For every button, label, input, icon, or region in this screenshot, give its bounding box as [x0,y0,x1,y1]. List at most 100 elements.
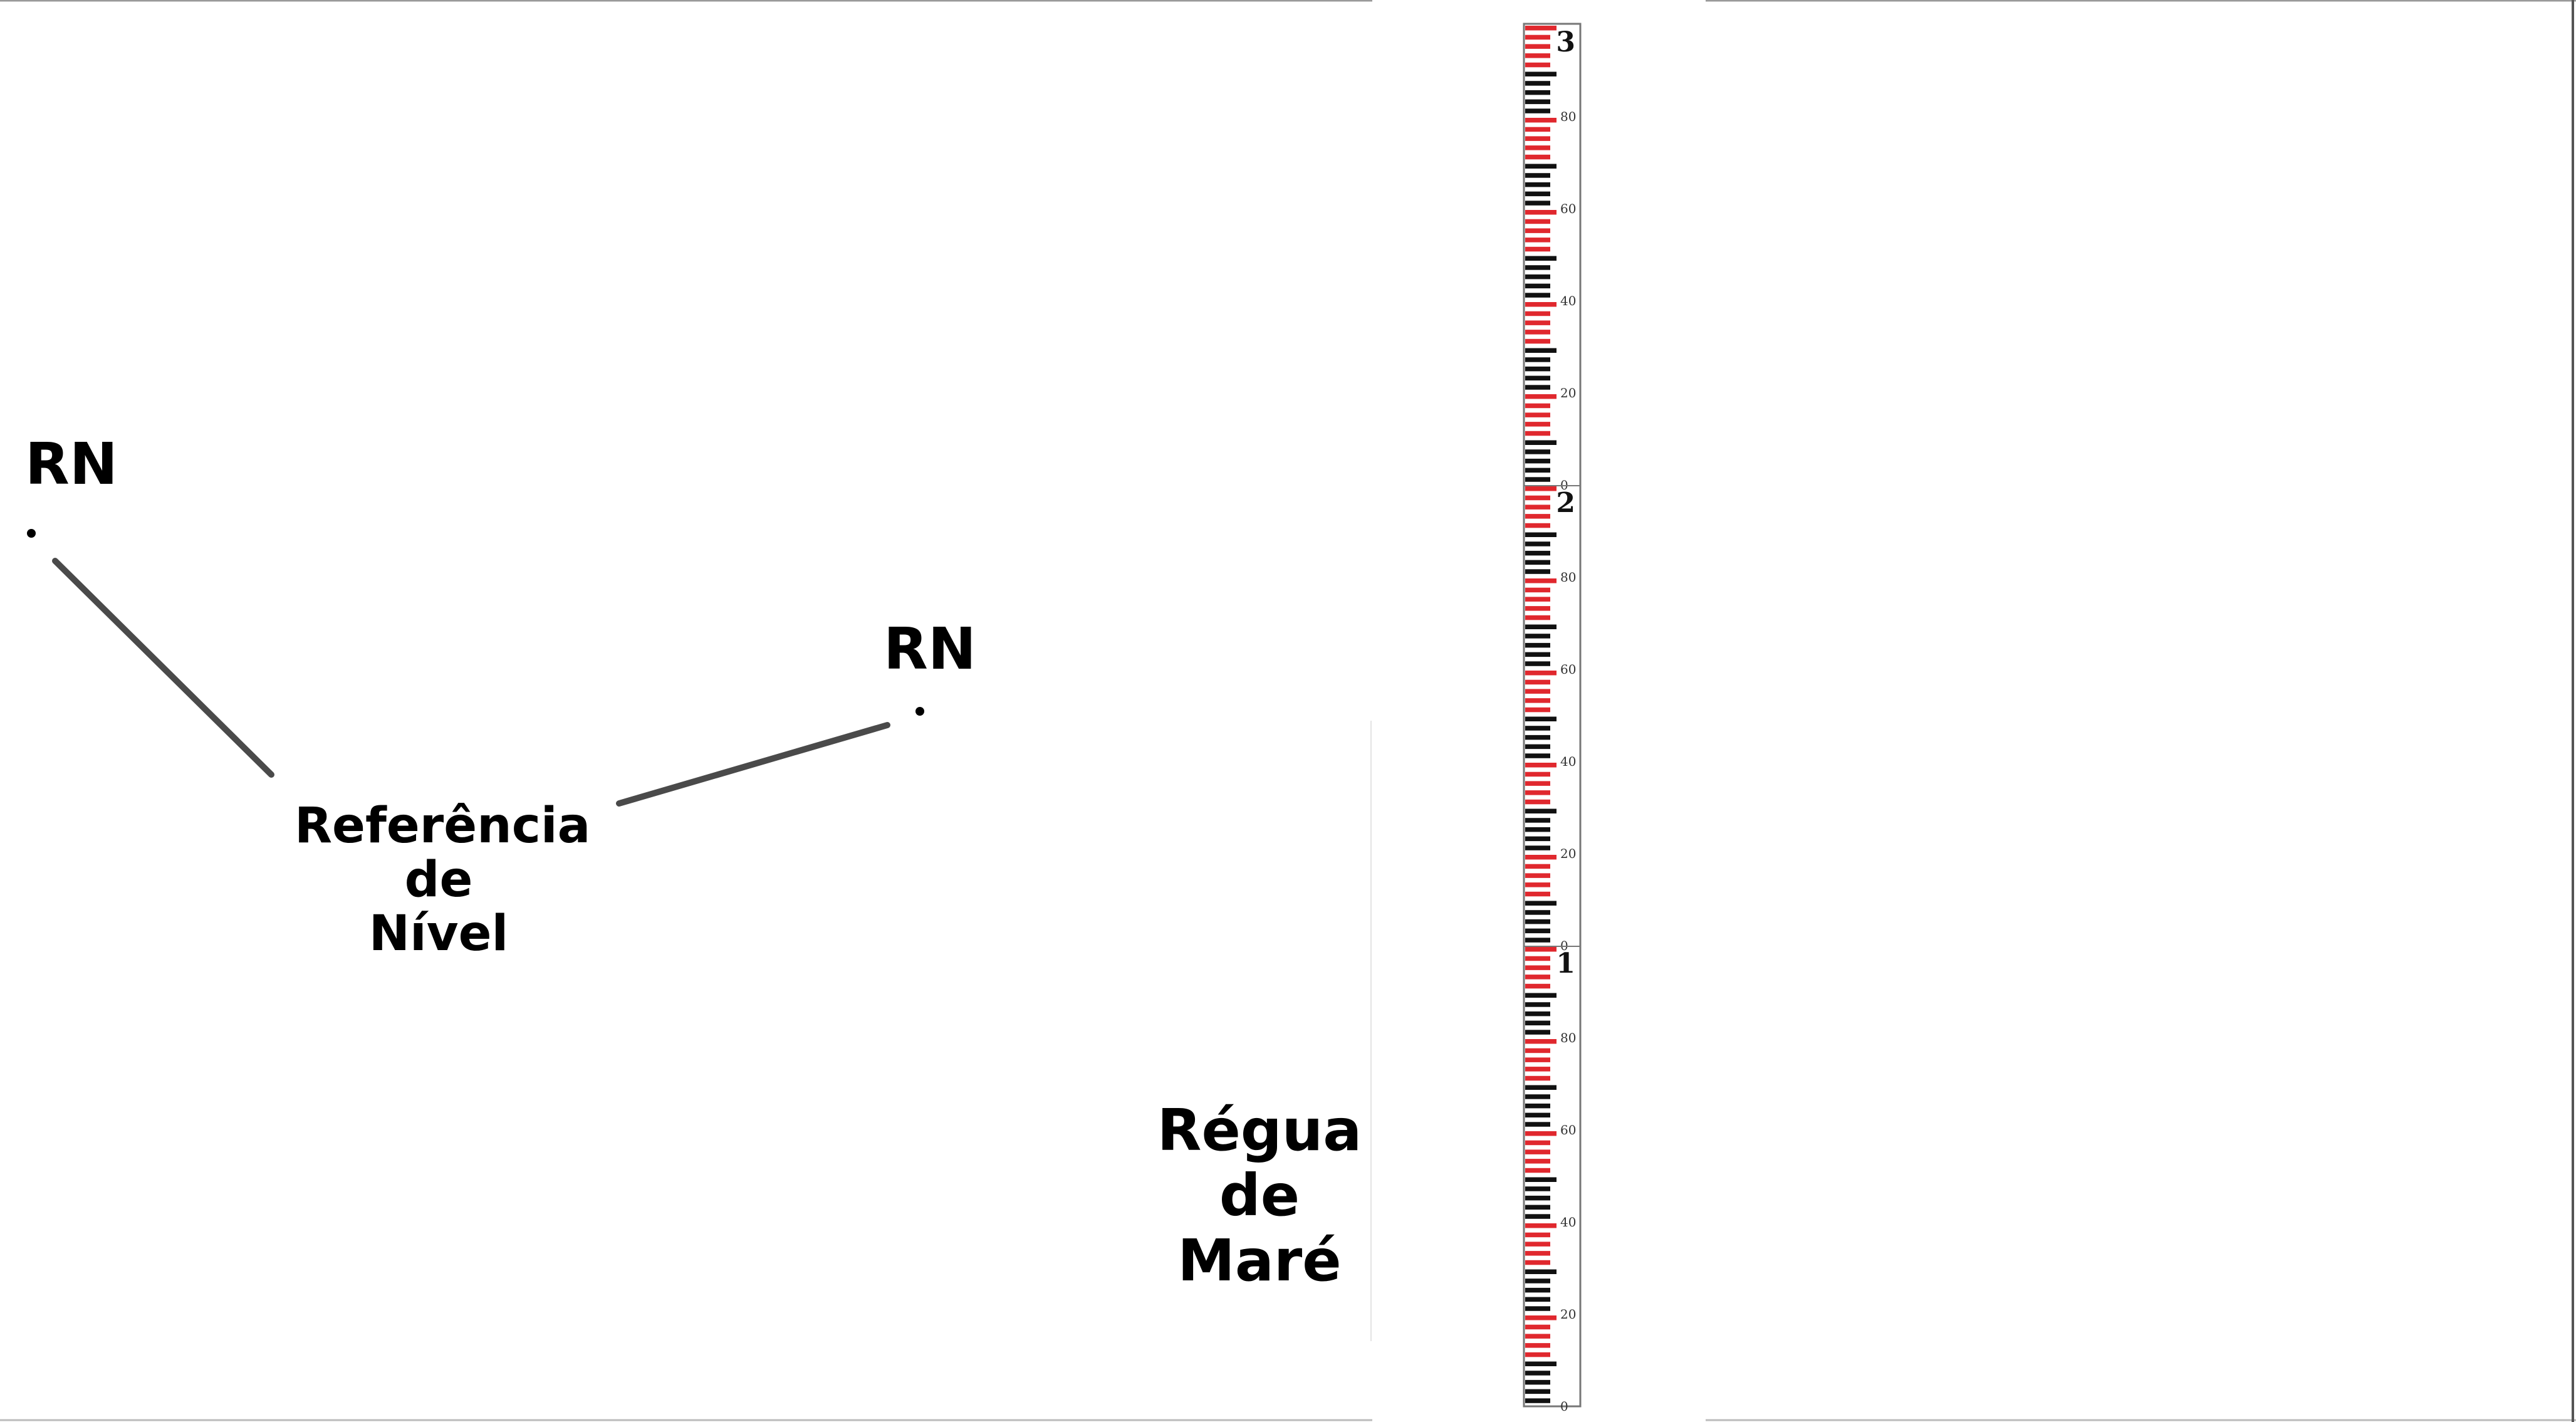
reference-label-line-3: Nível [368,906,509,962]
ruler-tick [1525,422,1550,427]
ruler-tick [1525,1039,1557,1044]
ruler-tick [1525,1269,1557,1274]
ruler-tick [1525,34,1550,40]
ruler-tick [1525,283,1550,289]
ruler-tick [1525,449,1550,454]
ruler-tick [1525,145,1550,150]
ruler-tick [1525,560,1550,565]
ruler-tick [1525,827,1550,832]
tide-staff-label-line-2: de [1219,1162,1300,1229]
ruler-tick [1525,1324,1550,1330]
ruler-tick [1525,1306,1550,1311]
ruler-tick [1525,983,1550,989]
ruler-tick [1525,348,1557,353]
ruler-cm-label: 20 [1560,1307,1576,1322]
ruler-tick [1525,403,1550,409]
ruler-tick [1525,338,1550,344]
ruler-tick [1525,99,1550,105]
ruler-tick [1525,458,1550,464]
ruler-tick [1525,44,1550,49]
ruler-tick [1525,864,1550,869]
ruler-tick [1525,440,1557,445]
ruler-tick [1525,302,1557,307]
ruler-tick [1525,201,1550,206]
ruler-cm-label: 40 [1560,293,1576,308]
ruler-tick [1525,781,1550,786]
ruler-tick [1525,532,1557,537]
ruler-cm-label: 80 [1560,570,1576,585]
ruler-tick [1525,1085,1557,1090]
ruler-tick [1525,1122,1550,1127]
ruler-tick [1525,652,1550,657]
ruler-tick [1525,191,1550,197]
benchmark-label-right: RN [884,615,976,682]
ruler-frame [1523,23,1582,1408]
ruler-tick [1525,53,1550,58]
ruler-tick [1525,550,1550,556]
ruler-tick [1525,523,1550,528]
ruler-tick [1525,587,1550,593]
ruler-tick [1525,1223,1557,1228]
ruler-tick [1525,606,1550,611]
ruler-tick [1525,210,1557,215]
ruler-tick [1525,855,1557,860]
ruler-tick [1525,808,1557,813]
ruler-tick [1525,1075,1550,1081]
ruler-tick [1525,1067,1550,1072]
ruler-tick [1525,118,1557,123]
ruler-tick [1525,1159,1550,1164]
ruler-tick [1525,947,1557,952]
ruler-tick [1525,1020,1550,1026]
ruler-tick [1525,495,1550,501]
ruler-tick [1525,1232,1550,1238]
ruler-tick [1525,910,1550,915]
ruler-tick [1525,1011,1550,1017]
ruler-tick [1525,1195,1550,1201]
ruler-tick [1525,928,1550,934]
ruler-tick [1525,468,1550,473]
ruler-tick [1525,661,1550,666]
ruler-tick [1525,504,1550,510]
ruler-tick [1525,901,1557,906]
ruler-tick [1525,1343,1550,1348]
ruler-tick [1525,790,1550,795]
ruler-tick [1525,799,1550,805]
ruler-tick [1525,845,1550,850]
ruler-tick [1525,357,1550,362]
ruler-tick [1525,707,1550,713]
ruler-tick [1525,265,1550,270]
reference-label-line-2: de [404,852,473,908]
reference-level-label: Referência de Nível [295,798,591,962]
ruler-tick [1525,1112,1550,1118]
ruler-tick [1525,412,1550,417]
ruler-tick [1525,1260,1550,1265]
ruler-cm-label: 40 [1560,1215,1576,1230]
ruler-tick [1525,1214,1550,1219]
ruler-cm-label: 80 [1560,1030,1576,1045]
tide-staff-label-line-1: Régua [1157,1097,1362,1164]
ruler-tick [1525,1398,1550,1403]
reference-label-line-1: Referência [295,798,591,854]
ruler-tick [1525,1297,1550,1302]
ruler-tick [1525,634,1550,639]
ruler-tick [1525,1186,1550,1191]
ruler-tick [1525,891,1550,897]
ruler-tick [1525,385,1550,390]
tide-staff-ruler: 380604020028060402001806040200 [1523,23,1582,1414]
ruler-tick [1525,753,1550,758]
ruler-tick [1525,1149,1550,1154]
ruler-tick [1525,274,1550,280]
ruler-tick [1525,956,1550,961]
benchmark-point-left [27,529,36,538]
ruler-tick [1525,366,1550,372]
leader-line-right [616,722,890,807]
tide-staff-label: Régua de Maré [1147,1098,1372,1294]
ruler-tick [1525,726,1550,731]
ruler-cm-label: 20 [1560,385,1576,400]
ruler-tick [1525,679,1550,685]
ruler-tick [1525,965,1550,970]
ruler-tick [1525,744,1550,750]
ruler-tick [1525,873,1550,878]
ruler-tick [1525,136,1550,141]
ruler-tick [1525,1002,1550,1007]
